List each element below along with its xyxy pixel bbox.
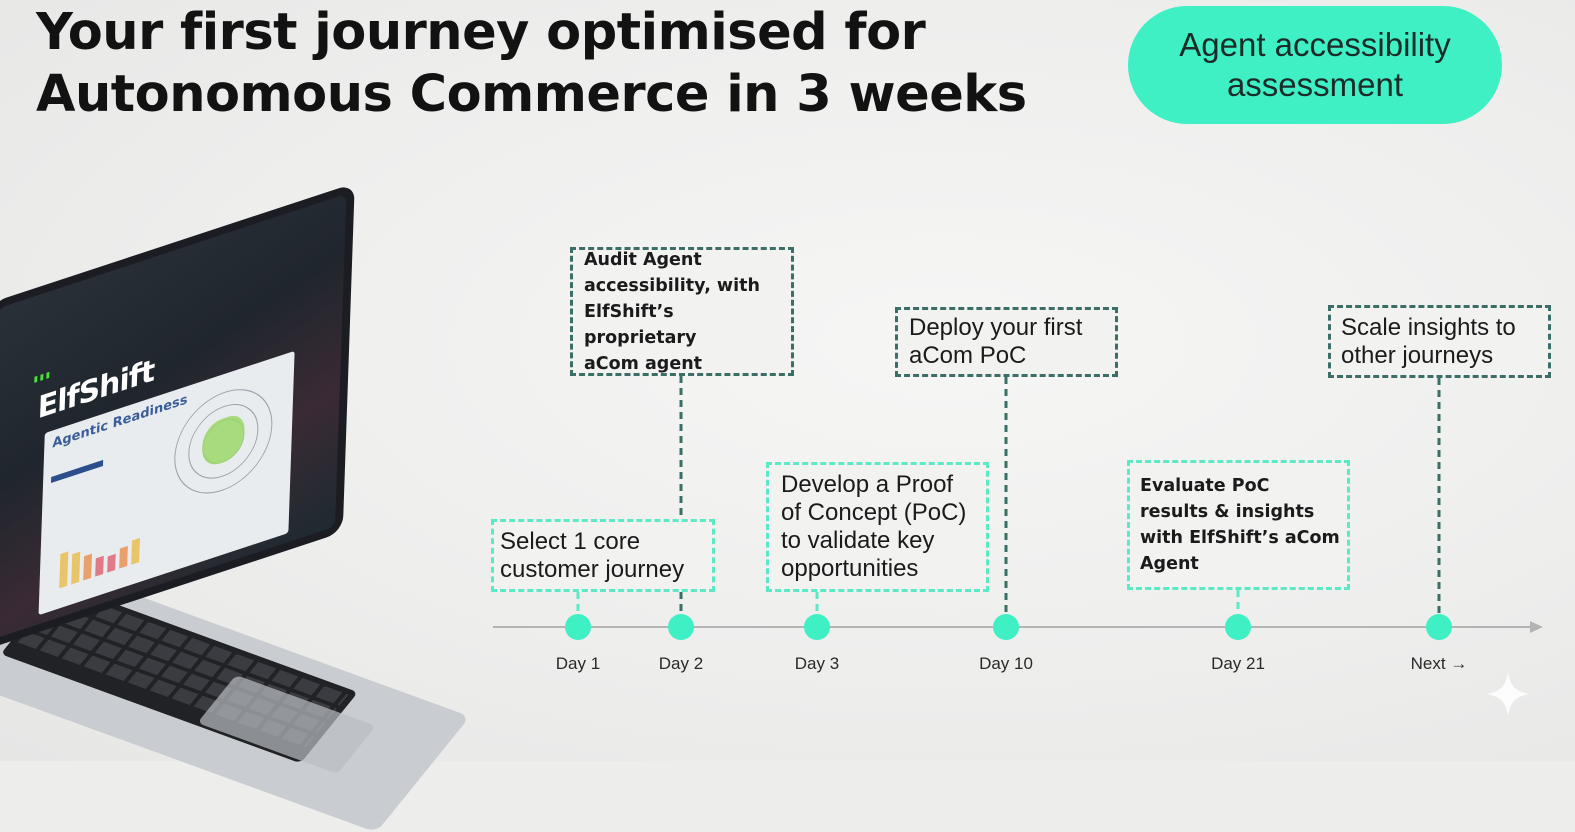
step-box-day10: Deploy your first aCom PoC bbox=[895, 307, 1118, 377]
timeline-arrowhead-icon bbox=[1530, 621, 1543, 633]
timeline bbox=[0, 0, 1575, 761]
step-box-next: Scale insights to other journeys bbox=[1328, 305, 1551, 378]
step-text-day2: Audit Agent accessibility, with ElfShift… bbox=[584, 247, 791, 377]
sparkle-icon bbox=[1486, 672, 1530, 716]
step-box-day21: Evaluate PoC results & insights with Elf… bbox=[1127, 460, 1350, 590]
milestone-dot-day2 bbox=[668, 614, 694, 640]
step-box-day1: Select 1 core customer journey bbox=[491, 519, 715, 592]
milestone-dot-day3 bbox=[804, 614, 830, 640]
day-label-day3: Day 3 bbox=[772, 654, 862, 674]
step-box-day3: Develop a Proof of Concept (PoC) to vali… bbox=[766, 462, 989, 592]
milestone-dot-next bbox=[1426, 614, 1452, 640]
day-label-day2: Day 2 bbox=[636, 654, 726, 674]
day-label-day10: Day 10 bbox=[961, 654, 1051, 674]
milestone-dot-day10 bbox=[993, 614, 1019, 640]
step-text-day3: Develop a Proof of Concept (PoC) to vali… bbox=[781, 471, 966, 583]
day-label-day21: Day 21 bbox=[1193, 654, 1283, 674]
day-label-day1: Day 1 bbox=[533, 654, 623, 674]
step-text-day10: Deploy your first aCom PoC bbox=[909, 314, 1082, 370]
milestone-dot-day21 bbox=[1225, 614, 1251, 640]
step-box-day2: Audit Agent accessibility, with ElfShift… bbox=[570, 247, 794, 376]
day-label-next: Next → bbox=[1394, 654, 1484, 674]
step-text-next: Scale insights to other journeys bbox=[1341, 314, 1516, 370]
step-text-day1: Select 1 core customer journey bbox=[500, 528, 684, 584]
milestone-dot-day1 bbox=[565, 614, 591, 640]
step-text-day21: Evaluate PoC results & insights with Elf… bbox=[1140, 473, 1340, 577]
